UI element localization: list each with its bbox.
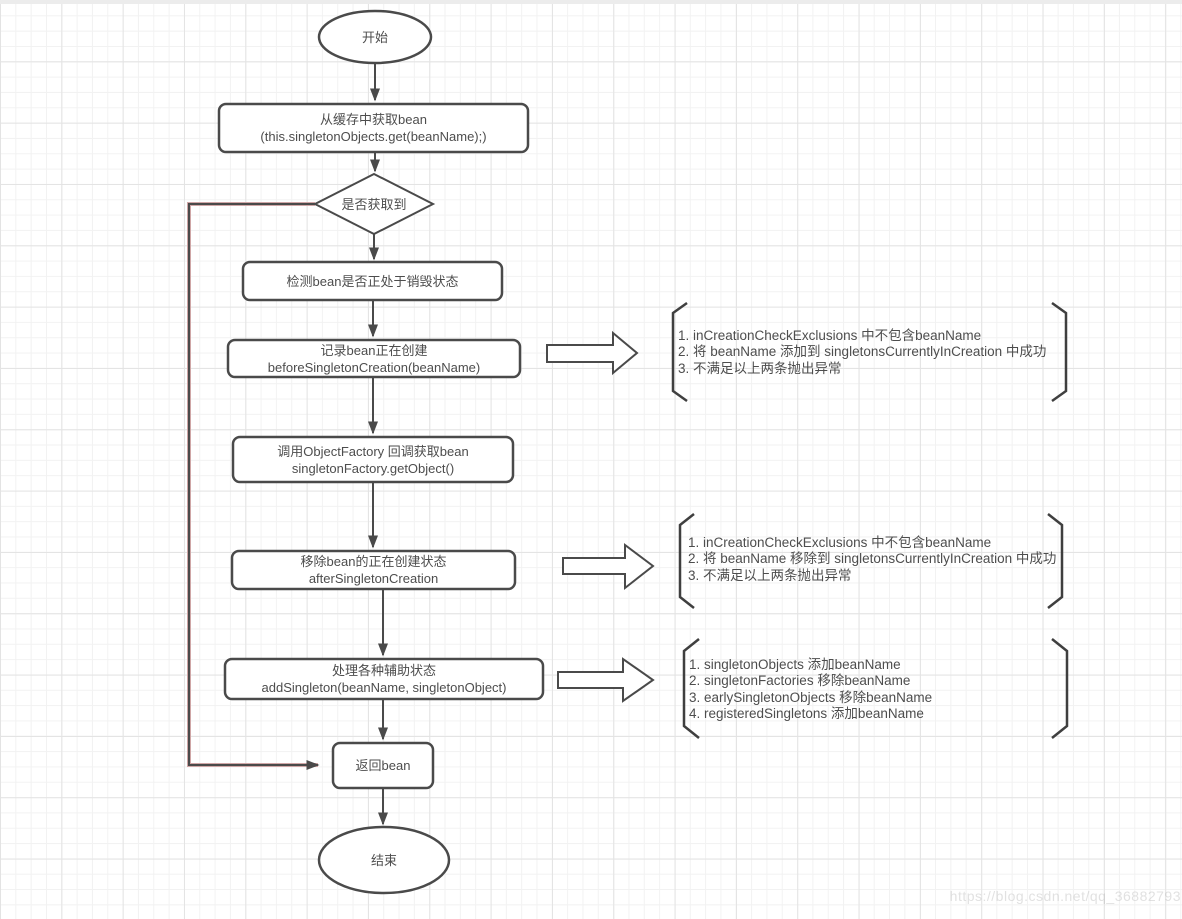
call-object-factory-line1: 调用ObjectFactory 回调获取bean: [277, 443, 469, 459]
annotation-line: 1. inCreationCheckExclusions 中不包含beanNam…: [688, 535, 992, 550]
block-arrow-record-icon: [546, 330, 639, 376]
annotation-line: 1. singletonObjects 添加beanName: [689, 657, 901, 672]
get-from-cache-line1: 从缓存中获取bean: [320, 112, 427, 127]
end-node-label: 结束: [370, 852, 397, 868]
handle-aux-line1: 处理各种辅助状态: [331, 663, 436, 678]
handle-aux-line2: addSingleton(beanName, singletonObject): [261, 680, 507, 695]
block-arrow-remove-icon: [562, 543, 655, 591]
block-arrow-aux-icon: [557, 657, 655, 703]
record-creating-node: 记录bean正在创建 beforeSingletonCreation(beanN…: [228, 340, 520, 377]
annotation-line: 4. registeredSingletons 添加beanName: [689, 705, 924, 721]
remove-creating-line2: afterSingletonCreation: [308, 571, 439, 586]
annotation-after-singleton-creation: 1. inCreationCheckExclusions 中不包含beanNam…: [688, 535, 1056, 584]
decision-node: 是否获取到: [315, 174, 433, 234]
end-node-shape: [317, 825, 451, 895]
call-object-factory-line2: singletonFactory.getObject(): [291, 460, 455, 476]
start-node: 开始: [319, 11, 431, 63]
annotation-before-singleton-creation: 1. inCreationCheckExclusions 中不包含beanNam…: [678, 328, 1046, 377]
start-node-shape: [317, 9, 433, 65]
decision-node-label: 是否获取到: [341, 196, 407, 212]
get-from-cache-node: 从缓存中获取bean (this.singletonObjects.get(be…: [219, 104, 528, 152]
handle-aux-node-shape: [223, 657, 545, 701]
check-destroy-node-shape: [241, 260, 504, 302]
handle-aux-node: 处理各种辅助状态 addSingleton(beanName, singleto…: [225, 659, 543, 699]
annotation-add-singleton: 1. singletonObjects 添加beanName 2. single…: [689, 657, 932, 722]
bracket-left-annotation-2: [678, 513, 695, 609]
record-creating-node-shape: [226, 338, 522, 379]
record-creating-line1: 记录bean正在创建: [320, 342, 428, 358]
call-object-factory-node-shape: [231, 435, 515, 484]
annotation-line: 2. 将 beanName 添加到 singletonsCurrentlyInC…: [678, 344, 1047, 360]
return-bean-node: 返回bean: [333, 743, 433, 788]
check-destroy-node: 检测bean是否正处于销毁状态: [243, 262, 502, 300]
get-from-cache-node-shape: [217, 102, 530, 154]
bracket-left-annotation-1: [671, 301, 688, 403]
get-from-cache-line2: (this.singletonObjects.get(beanName);): [260, 129, 487, 144]
annotation-line: 3. 不满足以上两条抛出异常: [678, 360, 842, 376]
annotation-line: 2. singletonFactories 移除beanName: [689, 673, 911, 689]
annotation-line: 3. earlySingletonObjects 移除beanName: [689, 689, 933, 705]
remove-creating-node-shape: [230, 549, 517, 591]
start-node-label: 开始: [361, 29, 388, 45]
check-destroy-label: 检测bean是否正处于销毁状态: [286, 273, 459, 289]
end-node: 结束: [319, 828, 449, 892]
bracket-right-annotation-3: [1051, 638, 1069, 739]
annotation-line: 2. 将 beanName 移除到 singletonsCurrentlyInC…: [688, 551, 1057, 567]
bracket-right-annotation-1: [1051, 301, 1068, 403]
annotation-line: 1. inCreationCheckExclusions 中不包含beanNam…: [678, 328, 982, 343]
return-bean-node-shape: [331, 741, 435, 790]
csdn-watermark: https://blog.csdn.net/qq_36882793: [949, 888, 1181, 904]
top-edge-strip: [0, 0, 1182, 4]
return-bean-label: 返回bean: [355, 758, 411, 773]
remove-creating-node: 移除bean的正在创建状态 afterSingletonCreation: [232, 551, 515, 589]
remove-creating-line1: 移除bean的正在创建状态: [300, 554, 447, 569]
call-object-factory-node: 调用ObjectFactory 回调获取bean singletonFactor…: [233, 437, 513, 482]
record-creating-line2: beforeSingletonCreation(beanName): [267, 359, 481, 375]
bracket-right-annotation-2: [1047, 513, 1064, 609]
bracket-left-annotation-3: [682, 638, 700, 739]
feedback-connector: [188, 203, 320, 770]
decision-node-shape: [312, 172, 436, 236]
annotation-line: 3. 不满足以上两条抛出异常: [688, 567, 852, 583]
